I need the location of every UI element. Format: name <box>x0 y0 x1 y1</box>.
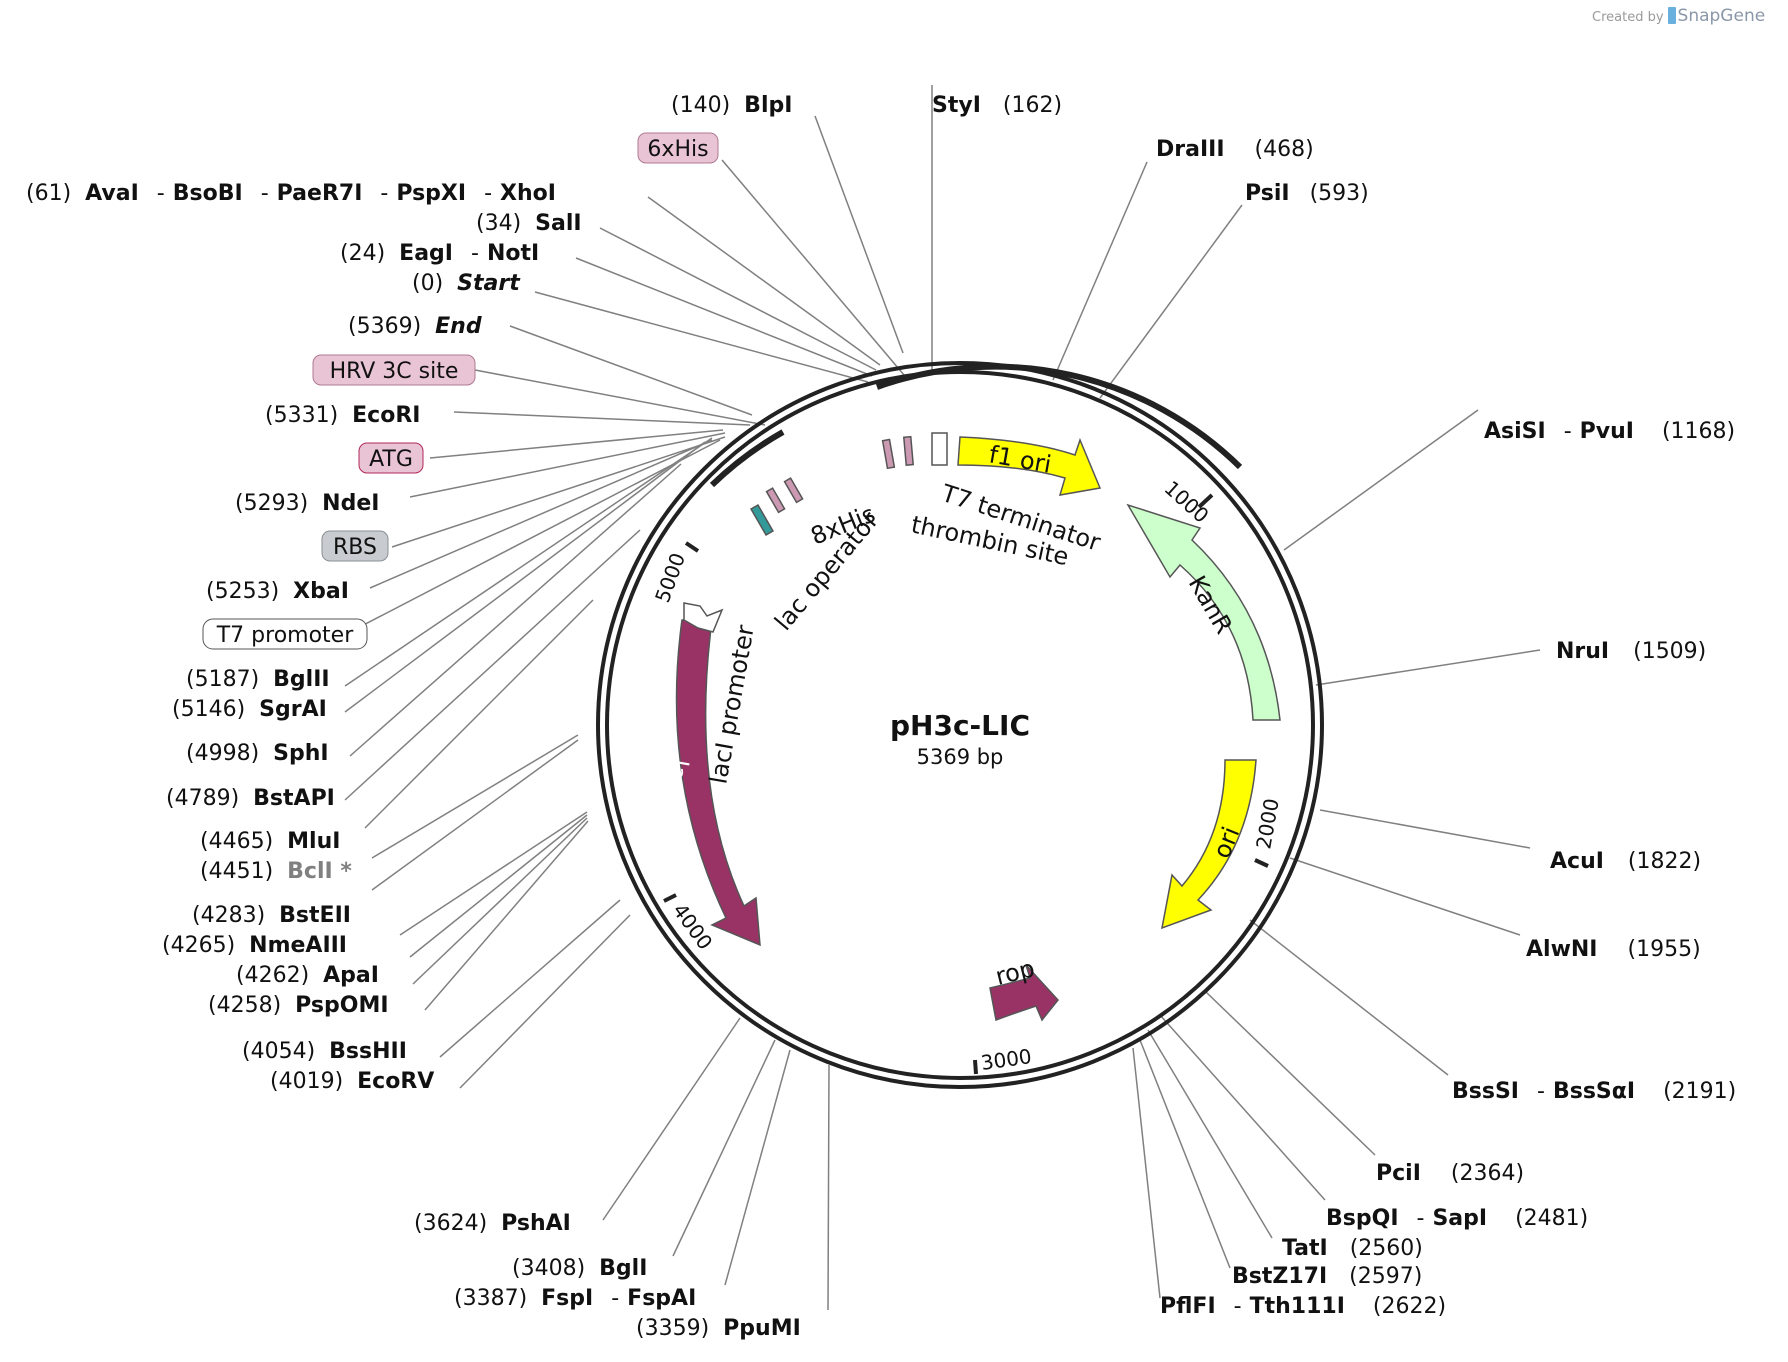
enzyme-label-bstz17i[interactable]: BstZ17I(2597) <box>1232 1264 1422 1289</box>
enzyme-label-avai-group[interactable]: (61)AvaI-BsoBI-PaeR7I-PspXI-XhoI <box>26 181 556 206</box>
atg-badge <box>358 442 424 474</box>
enzyme-label-bcli[interactable]: (4451)BclI * <box>200 859 352 884</box>
enzyme-label-sali[interactable]: (34)SalI <box>476 211 582 236</box>
enzyme-label-bsssi[interactable]: BssSI-BssSαI(2191) <box>1452 1079 1736 1104</box>
enzyme-label-alwni[interactable]: AlwNI(1955) <box>1526 937 1701 962</box>
enzyme-label-bgli[interactable]: (3408)BglI <box>512 1256 647 1281</box>
feature-laci-promoter <box>683 602 724 633</box>
hrv-3c-badge <box>312 354 476 386</box>
enzyme-label-acui[interactable]: AcuI(1822) <box>1550 849 1701 874</box>
t7-promoter-badge <box>202 618 368 650</box>
enzyme-label-psii[interactable]: PsiI(593) <box>1245 181 1369 206</box>
enzyme-label-nrui[interactable]: NruI(1509) <box>1556 639 1706 664</box>
feature-8xhis-b <box>783 477 804 504</box>
enzyme-label-ecorv[interactable]: (4019)EcoRV <box>270 1069 434 1094</box>
hrv-3c-badge-label: HRV 3C site <box>330 359 459 384</box>
enzyme-label-draiii[interactable]: DraIII(468) <box>1156 137 1314 162</box>
enzyme-label-ndei[interactable]: (5293)NdeI <box>235 491 379 516</box>
enzyme-label-pflfi-tth111i[interactable]: PflFI-Tth111I(2622) <box>1160 1294 1446 1319</box>
enzyme-label-tati[interactable]: TatI(2560) <box>1282 1236 1423 1261</box>
feature-ori <box>1161 759 1257 930</box>
feature-label-laci-promoter: lacI promoter <box>704 623 759 786</box>
enzyme-label-blpi[interactable]: (140)BlpI <box>671 93 792 118</box>
enzyme-label-ecori[interactable]: (5331)EcoRI <box>265 403 420 428</box>
backbone-gap-marker-top <box>875 363 1243 470</box>
plasmid-length: 5369 bp <box>917 745 1004 769</box>
enzyme-label-bsshii[interactable]: (4054)BssHII <box>242 1039 407 1064</box>
enzyme-label-bstapi[interactable]: (4789)BstAPI <box>166 786 335 811</box>
enzyme-label-sgrai[interactable]: (5146)SgrAI <box>172 697 327 722</box>
plasmid-name: pH3c-LIC <box>890 709 1030 742</box>
enzyme-label-bspqi-sapi[interactable]: BspQI-SapI(2481) <box>1326 1206 1588 1231</box>
feature-kanr <box>1126 503 1281 721</box>
snapgene-logo-icon <box>1667 7 1676 24</box>
sixhis-badge <box>637 132 719 164</box>
tick-3000 <box>973 1059 978 1075</box>
enzyme-label-bsteii[interactable]: (4283)BstEII <box>192 903 351 928</box>
enzyme-label-pshai[interactable]: (3624)PshAI <box>414 1211 571 1236</box>
tick-4000 <box>663 893 677 903</box>
label-start[interactable]: (0)Start <box>412 271 521 296</box>
t7-promoter-badge-label: T7 promoter <box>216 623 354 648</box>
feature-lac-operator <box>750 503 774 537</box>
enzyme-label-mlui[interactable]: (4465)MluI <box>200 829 340 854</box>
rbs-badge-label: RBS <box>333 535 377 560</box>
feature-t7-terminator <box>931 432 948 466</box>
credit-prefix: Created by <box>1592 10 1664 25</box>
tick-label-5000: 5000 <box>650 550 690 606</box>
label-end[interactable]: (5369)End <box>348 314 482 339</box>
callout-lines <box>344 85 1541 1311</box>
tick-2000 <box>1254 858 1269 868</box>
feature-thrombin-b <box>902 435 915 467</box>
enzyme-label-sphi[interactable]: (4998)SphI <box>186 741 329 766</box>
enzyme-label-eagi-noti[interactable]: (24)EagI-NotI <box>340 241 539 266</box>
tick-label-2000: 2000 <box>1251 797 1283 851</box>
enzyme-label-nmeaiii[interactable]: (4265)NmeAIII <box>162 933 347 958</box>
feature-f1-ori <box>957 436 1102 496</box>
enzyme-label-asisi-pvui[interactable]: AsiSI-PvuI(1168) <box>1484 419 1735 444</box>
tick-5000 <box>684 541 700 553</box>
enzyme-label-ppumi[interactable]: (3359)PpuMI <box>636 1316 801 1341</box>
snapgene-credit: Created by SnapGene <box>1592 6 1765 26</box>
enzyme-label-pspomi[interactable]: (4258)PspOMI <box>208 993 389 1018</box>
atg-badge-label: ATG <box>369 447 413 472</box>
feature-arrows <box>675 432 1281 1022</box>
feature-8xhis-a <box>765 487 786 514</box>
enzyme-label-fspi-fspai[interactable]: (3387)FspI-FspAI <box>454 1286 696 1311</box>
feature-thrombin-a <box>881 438 896 470</box>
enzyme-label-xbai[interactable]: (5253)XbaI <box>206 579 349 604</box>
sixhis-badge-label: 6xHis <box>647 137 708 162</box>
enzyme-label-styi[interactable]: StyI(162) <box>932 93 1062 118</box>
tick-1000 <box>1197 493 1214 509</box>
enzyme-label-apai[interactable]: (4262)ApaI <box>236 963 379 988</box>
tick-marks <box>663 493 1269 1075</box>
backbone-gap-marker-left <box>709 429 785 488</box>
feature-laci <box>675 619 761 947</box>
rbs-badge <box>321 530 389 562</box>
feature-rop <box>989 964 1059 1022</box>
backbone <box>596 361 1324 1089</box>
enzyme-label-pcii[interactable]: PciI(2364) <box>1376 1161 1524 1186</box>
enzyme-label-bglii[interactable]: (5187)BglII <box>186 667 330 692</box>
feature-label-laci: lacI <box>659 757 694 803</box>
credit-brand: SnapGene <box>1677 6 1766 26</box>
